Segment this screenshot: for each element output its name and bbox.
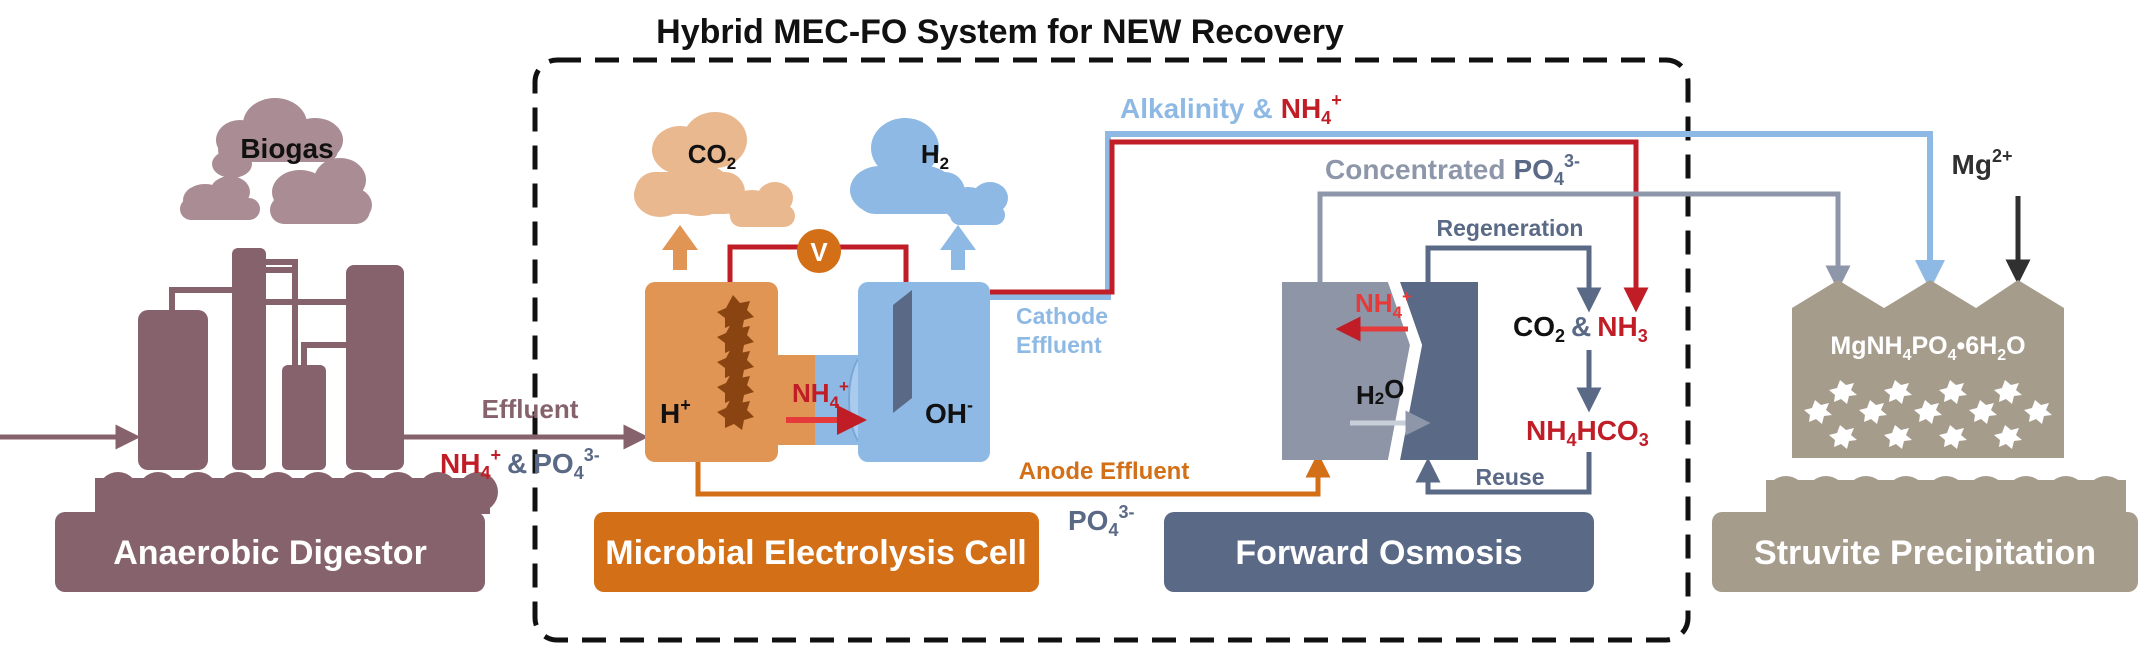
alkalinity-label: Alkalinity&NH4+ (1120, 90, 1342, 128)
h2-up-arrow (940, 225, 976, 250)
digester-tank-1 (138, 310, 208, 470)
h2-cloud (850, 118, 1008, 225)
cathode-effluent-line1: Cathode (1016, 303, 1108, 329)
oh-minus-label: OH- (925, 395, 973, 429)
anaerobic-digestor-box (55, 512, 485, 592)
nh4-fo-label: NH4+ (1355, 287, 1412, 322)
fo-membrane (1388, 282, 1422, 460)
struvite-crystals (1804, 380, 2052, 449)
diagram-title: Hybrid MEC-FO System for NEW Recovery (656, 13, 1344, 51)
anaerobic-digestor-label: Anaerobic Digestor (113, 534, 427, 572)
effluent-composition: NH4+&PO43- (440, 445, 600, 483)
effluent-label: Effluent (482, 394, 579, 424)
regeneration-line (1425, 245, 1602, 313)
co2-up-arrow (662, 225, 698, 250)
struvite-label: Struvite Precipitation (1754, 534, 2096, 572)
system-boundary (532, 57, 1691, 643)
struvite-tank (1792, 280, 2064, 458)
digester-tank-3 (346, 265, 404, 470)
fo-label: Forward Osmosis (1235, 534, 1522, 572)
po4-bottom-label: PO43- (1068, 502, 1135, 540)
mg-label: Mg2+ (1952, 146, 2013, 180)
cathode-electrode (893, 290, 912, 413)
anaerobic-digestor-group: Biogas Anaerobic Digestor (0, 98, 498, 592)
mec-box (594, 512, 1039, 592)
h-plus-label: H+ (660, 395, 691, 429)
mec-label: Microbial Electrolysis Cell (605, 534, 1026, 572)
struvite-box (1712, 512, 2138, 592)
fo-box (1164, 512, 1594, 592)
struvite-group: Mg2+ MgNH4PO4•6H2O Struvite Precipitatio… (1712, 146, 2138, 592)
co2-nh3-label: CO2&NH3 (1513, 311, 1648, 346)
co2-cloud (634, 112, 795, 227)
h2-cloud-label: H2 (921, 139, 949, 173)
anode-electrode (717, 295, 754, 430)
concentrated-po4-line (1317, 191, 1851, 291)
regeneration-label: Regeneration (1437, 215, 1584, 241)
digester-tank-2 (282, 365, 326, 470)
struvite-formula: MgNH4PO4•6H2O (1830, 332, 2025, 364)
nh4-membrane-label: NH4+ (792, 377, 849, 412)
cathode-effluent-line2: Effluent (1016, 332, 1102, 358)
biogas-label: Biogas (240, 133, 333, 164)
co2-cloud-label: CO2 (688, 139, 736, 173)
mec-group: CO2 H2 V H+ OH- (594, 112, 1039, 592)
reuse-line (1415, 452, 1592, 495)
alkalinity-line (990, 131, 1945, 300)
reuse-label: Reuse (1475, 464, 1544, 490)
biogas-cloud (180, 98, 372, 224)
voltmeter-label: V (810, 237, 828, 267)
voltmeter (797, 229, 841, 273)
cathode-chamber (858, 282, 990, 462)
anode-chamber (645, 282, 778, 462)
nh4hco3-label: NH4HCO3 (1526, 415, 1649, 450)
anode-effluent-label: Anode Effluent (1019, 458, 1190, 485)
anode-effluent-line (695, 452, 1331, 497)
digester-column-1 (232, 248, 266, 470)
h2o-label: H42O (1356, 374, 1404, 410)
